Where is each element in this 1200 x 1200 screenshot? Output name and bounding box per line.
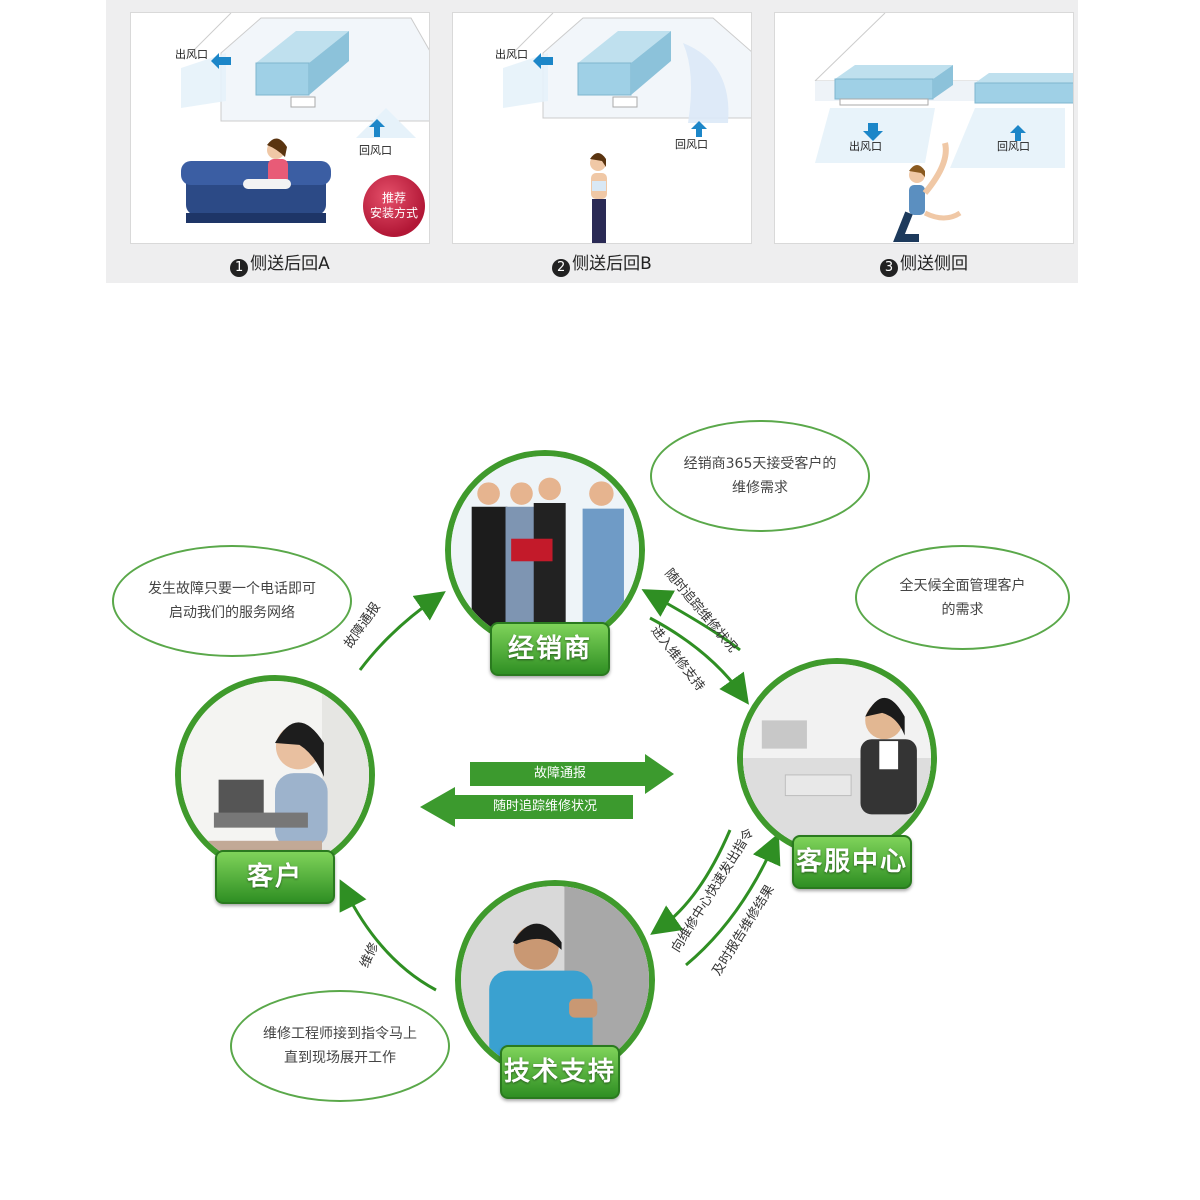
bubble-service-center-text: 全天候全面管理客户的需求	[899, 577, 1026, 618]
dealer-photo	[445, 450, 645, 650]
badge-line-1: 推荐	[381, 191, 406, 205]
install-card-2: 出风口 回风口	[452, 12, 752, 244]
service-agent-illustration	[743, 664, 931, 852]
install-card-3: 出风口 回风口	[774, 12, 1074, 244]
customer-woman-illustration	[181, 681, 369, 869]
duct-illustration-3	[814, 13, 1073, 242]
bubble-customer: 发生故障只要一个电话即可启动我们的服务网络	[112, 545, 352, 657]
middle-report-label: 故障通报	[533, 766, 586, 781]
node-label-dealer: 经销商	[490, 622, 610, 676]
customer-photo	[175, 675, 375, 875]
return-label: 回风口	[359, 144, 392, 157]
arrow-center-feedback	[685, 833, 781, 967]
outlet-label: 出风口	[175, 48, 208, 61]
return-label: 回风口	[997, 140, 1030, 153]
arrow-middle-right	[470, 754, 674, 794]
service-cycle-diagram: 故障通报 随时追踪维修状况 故障通报 随时追踪维修状况 进入维修支持 向维修中心…	[0, 300, 1200, 1180]
middle-track-label: 随时追踪维修状况	[492, 799, 597, 814]
arrow-center-order	[650, 829, 732, 935]
arrow-customer-to-dealer	[358, 591, 446, 671]
bubble-customer-text: 发生故障只要一个电话即可启动我们的服务网络	[148, 581, 316, 621]
number-circle-icon: 1	[230, 259, 249, 277]
cycle-arrows	[339, 589, 781, 992]
recommended-badge: 推荐 安装方式	[363, 175, 425, 237]
node-label-service-center: 客服中心	[792, 835, 912, 889]
return-label: 回风口	[675, 138, 708, 151]
number-circle-icon: 3	[880, 259, 898, 277]
arrow-dealer-track	[641, 589, 741, 652]
bubble-engineer-text: 维修工程师接到指令马上直到现场展开工作	[263, 1026, 417, 1066]
caption-text: 侧送侧回	[900, 254, 968, 274]
node-label-customer: 客户	[215, 850, 335, 904]
bubble-engineer: 维修工程师接到指令马上直到现场展开工作	[230, 990, 450, 1102]
outlet-label: 出风口	[849, 140, 882, 153]
caption-text: 侧送后回A	[250, 254, 330, 274]
bubble-dealer: 经销商365天接受客户的维修需求	[650, 420, 870, 532]
arrow-center-support	[649, 616, 749, 705]
arrow-tech-to-customer	[339, 879, 437, 992]
duct-illustration-2	[503, 13, 751, 243]
caption-text: 侧送后回B	[572, 254, 652, 274]
bubble-dealer-text: 经销商365天接受客户的维修需求	[683, 456, 837, 496]
node-label-tech-support: 技术支持	[500, 1045, 620, 1099]
arrow-middle-left	[420, 787, 633, 827]
install-card-1: 出风口 回风口 推荐 安装方式	[130, 12, 430, 244]
service-center-photo	[737, 658, 937, 858]
duct-illustration-1	[181, 13, 429, 223]
outlet-label: 出风口	[495, 48, 528, 61]
bubble-service-center: 全天候全面管理客户的需求	[855, 545, 1070, 650]
badge-line-2: 安装方式	[369, 206, 418, 220]
dealer-people-illustration	[451, 456, 639, 644]
number-circle-icon: 2	[552, 259, 571, 277]
